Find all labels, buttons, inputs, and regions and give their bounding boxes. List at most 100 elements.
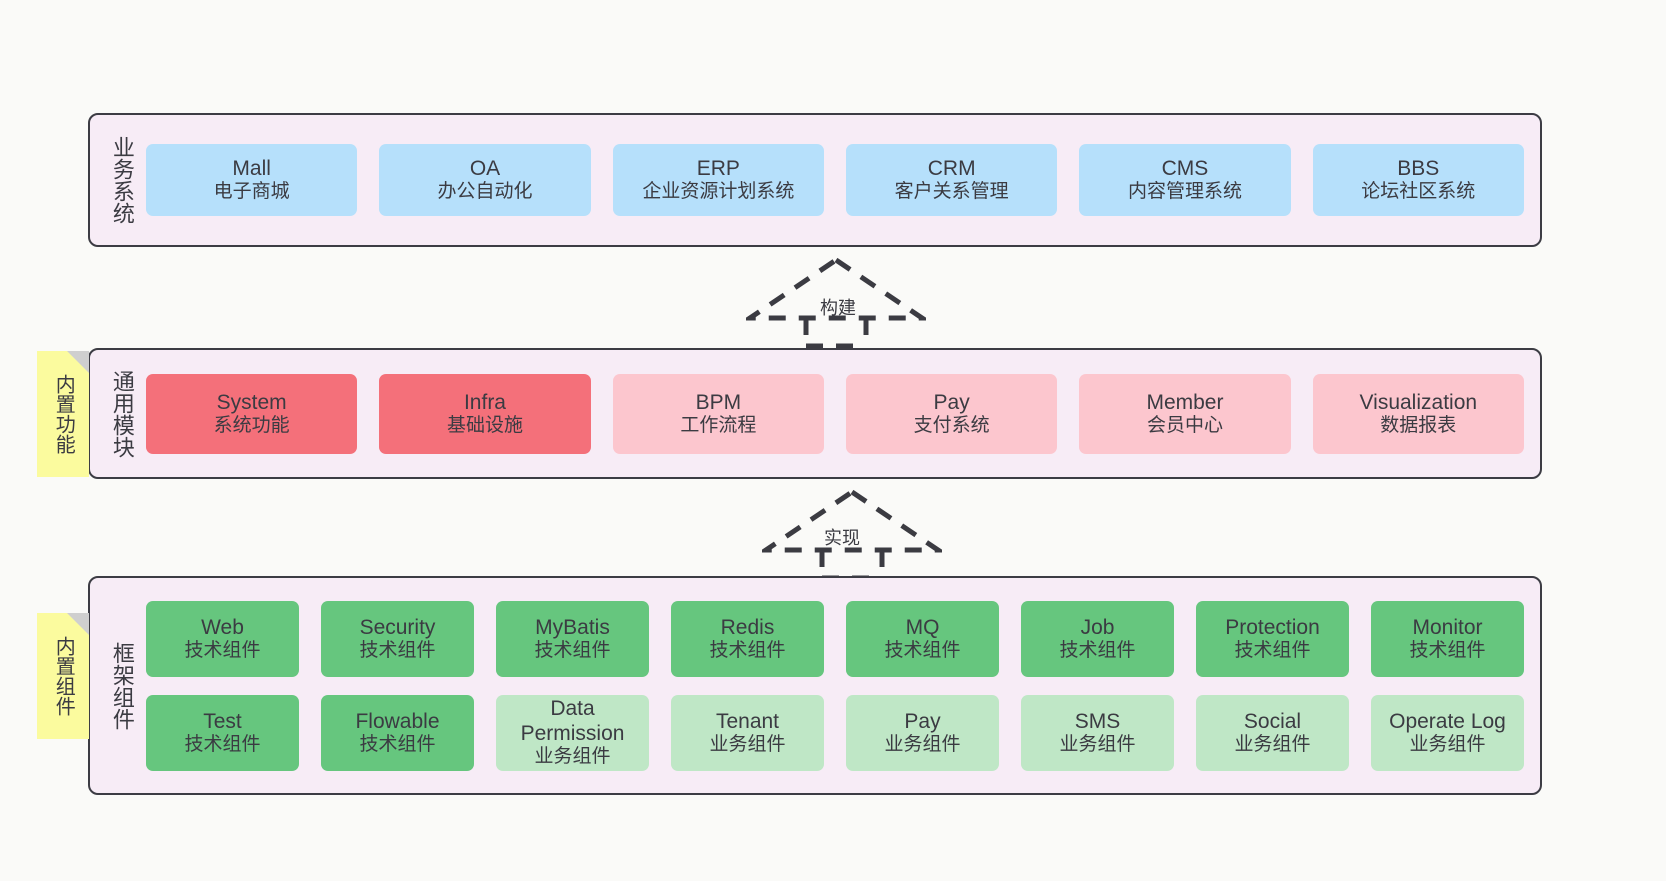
card-pay[interactable]: Pay 支付系统 <box>845 373 1058 454</box>
card-subtitle: 会员中心 <box>1146 414 1223 436</box>
card-subtitle: 电子商城 <box>213 181 290 203</box>
card-subtitle: 企业资源计划系统 <box>642 181 795 203</box>
card-title: System <box>216 390 287 414</box>
card-subtitle: 技术组件 <box>1234 639 1311 661</box>
card-mall[interactable]: Mall 电子商城 <box>146 144 358 216</box>
card-subtitle: 技术组件 <box>1059 639 1136 661</box>
card-redis[interactable]: Redis 技术组件 <box>671 600 824 677</box>
card-title: Monitor <box>1412 615 1483 639</box>
card-title: BPM <box>695 390 742 414</box>
card-mybatis[interactable]: MyBatis 技术组件 <box>496 600 649 677</box>
card-operate-log[interactable]: Operate Log 业务组件 <box>1371 694 1524 771</box>
layer-common-module[interactable]: 通用模块 System 系统功能 Infra 基础设施 BPM 工作流程 Pay… <box>88 348 1542 479</box>
card-title: BBS <box>1397 157 1440 180</box>
connector-build-label: 构建 <box>820 298 856 318</box>
card-row: Test 技术组件 Flowable 技术组件 Data Permission … <box>146 694 1524 771</box>
card-job[interactable]: Job 技术组件 <box>1021 600 1174 677</box>
card-subtitle: 技术组件 <box>534 639 611 661</box>
card-title: Operate Log <box>1389 709 1506 733</box>
sticky-note-builtin-component[interactable]: 内置组件 <box>37 613 89 739</box>
card-title: Job <box>1080 615 1115 639</box>
card-title: Social <box>1243 709 1302 733</box>
card-title: Mall <box>232 157 271 180</box>
card-title: OA <box>469 157 501 180</box>
card-title: Tenant <box>715 709 780 733</box>
layer-cards-business-system: Mall 电子商城 OA 办公自动化 ERP 企业资源计划系统 CRM 客户关系… <box>142 115 1540 245</box>
card-erp[interactable]: ERP 企业资源计划系统 <box>612 144 824 216</box>
card-subtitle: 技术组件 <box>184 639 261 661</box>
card-subtitle: 业务组件 <box>1234 733 1311 755</box>
card-title: Redis <box>720 615 775 639</box>
card-protection[interactable]: Protection 技术组件 <box>1196 600 1349 677</box>
connector-realize-label: 实现 <box>824 528 860 548</box>
card-sms[interactable]: SMS 业务组件 <box>1021 694 1174 771</box>
card-title: Protection <box>1225 615 1320 639</box>
card-subtitle: 技术组件 <box>884 639 961 661</box>
card-title: Security <box>359 615 436 639</box>
layer-cards-common-module: System 系统功能 Infra 基础设施 BPM 工作流程 Pay 支付系统… <box>142 350 1540 477</box>
card-pay-business[interactable]: Pay 业务组件 <box>846 694 999 771</box>
layer-label-common-module: 通用模块 <box>109 369 135 458</box>
card-subtitle: 客户关系管理 <box>894 181 1009 203</box>
card-monitor[interactable]: Monitor 技术组件 <box>1371 600 1524 677</box>
card-visualization[interactable]: Visualization 数据报表 <box>1312 373 1524 454</box>
card-subtitle: 技术组件 <box>1409 639 1486 661</box>
layer-label-framework-component: 框架组件 <box>109 641 135 730</box>
card-subtitle: 支付系统 <box>913 414 990 436</box>
card-subtitle: 业务组件 <box>1409 733 1486 755</box>
note-fold-corner-icon <box>67 613 89 635</box>
layer-business-system[interactable]: 业务系统 Mall 电子商城 OA 办公自动化 ERP 企业资源计划系统 CRM… <box>88 113 1542 247</box>
card-subtitle: 数据报表 <box>1380 414 1457 436</box>
card-title: Data Permission <box>520 696 625 746</box>
card-bpm[interactable]: BPM 工作流程 <box>612 373 824 454</box>
card-title: Infra <box>463 390 506 414</box>
sticky-note-label: 内置功能 <box>52 374 75 454</box>
card-subtitle: 内容管理系统 <box>1127 181 1242 203</box>
arrow-stem-dashed <box>803 318 869 348</box>
layer-framework-component[interactable]: 框架组件 Web 技术组件 Security 技术组件 MyBatis 技术组件… <box>88 576 1542 795</box>
card-subtitle: 工作流程 <box>680 414 757 436</box>
card-subtitle: 业务组件 <box>709 733 786 755</box>
card-test[interactable]: Test 技术组件 <box>146 694 299 771</box>
card-subtitle: 技术组件 <box>709 639 786 661</box>
card-subtitle: 业务组件 <box>1059 733 1136 755</box>
card-title: Flowable <box>355 709 440 733</box>
card-system[interactable]: System 系统功能 <box>146 373 358 454</box>
card-subtitle: 系统功能 <box>213 414 290 436</box>
card-title: Test <box>203 709 242 733</box>
card-data-permission[interactable]: Data Permission 业务组件 <box>496 694 649 771</box>
sticky-note-builtin-function[interactable]: 内置功能 <box>37 351 89 477</box>
card-title: MQ <box>905 615 940 639</box>
card-security[interactable]: Security 技术组件 <box>321 600 474 677</box>
card-subtitle: 论坛社区系统 <box>1361 181 1476 203</box>
card-cms[interactable]: CMS 内容管理系统 <box>1079 144 1291 216</box>
card-subtitle: 技术组件 <box>359 639 436 661</box>
connector-build-arrow <box>746 256 926 348</box>
card-subtitle: 基础设施 <box>446 414 523 436</box>
card-title: CMS <box>1161 157 1209 180</box>
card-title: ERP <box>696 157 740 180</box>
card-title: CRM <box>927 157 976 180</box>
card-row: System 系统功能 Infra 基础设施 BPM 工作流程 Pay 支付系统… <box>146 373 1524 454</box>
card-bbs[interactable]: BBS 论坛社区系统 <box>1312 144 1524 216</box>
card-flowable[interactable]: Flowable 技术组件 <box>321 694 474 771</box>
card-infra[interactable]: Infra 基础设施 <box>379 373 591 454</box>
card-tenant[interactable]: Tenant 业务组件 <box>671 694 824 771</box>
card-row: Mall 电子商城 OA 办公自动化 ERP 企业资源计划系统 CRM 客户关系… <box>146 144 1524 216</box>
layer-cards-framework-component: Web 技术组件 Security 技术组件 MyBatis 技术组件 Redi… <box>142 578 1540 793</box>
card-oa[interactable]: OA 办公自动化 <box>379 144 591 216</box>
card-member[interactable]: Member 会员中心 <box>1079 373 1291 454</box>
card-title: MyBatis <box>535 615 610 639</box>
note-fold-corner-icon <box>67 351 89 373</box>
card-title: SMS <box>1074 709 1121 733</box>
card-web[interactable]: Web 技术组件 <box>146 600 299 677</box>
arrowhead-hollow-triangle-icon <box>746 256 926 321</box>
card-social[interactable]: Social 业务组件 <box>1196 694 1349 771</box>
card-title: Member <box>1146 390 1224 414</box>
card-subtitle: 业务组件 <box>884 733 961 755</box>
card-mq[interactable]: MQ 技术组件 <box>846 600 999 677</box>
card-title: Visualization <box>1359 390 1478 414</box>
card-crm[interactable]: CRM 客户关系管理 <box>845 144 1058 216</box>
card-row: Web 技术组件 Security 技术组件 MyBatis 技术组件 Redi… <box>146 600 1524 677</box>
